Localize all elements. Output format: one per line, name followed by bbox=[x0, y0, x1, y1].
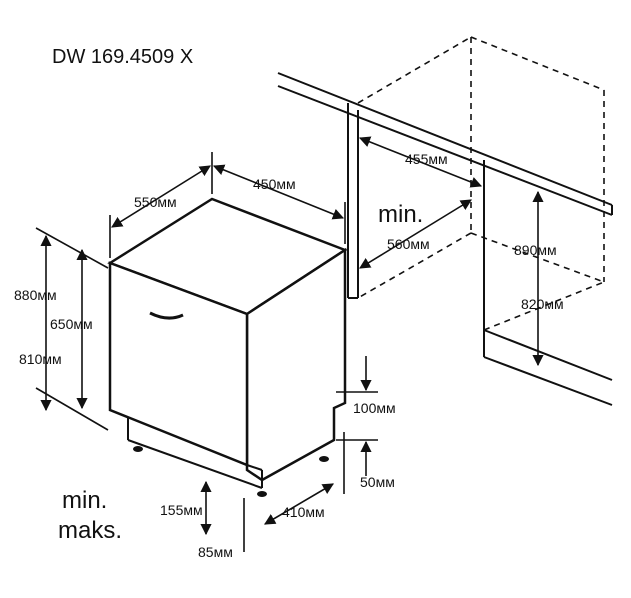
label-550: 550мм bbox=[134, 194, 177, 210]
dimension-lines bbox=[35, 136, 544, 552]
label-810: 810мм bbox=[19, 351, 62, 367]
dim-560-line bbox=[359, 199, 472, 269]
dim-550-line bbox=[111, 165, 211, 228]
door-handle bbox=[149, 311, 184, 320]
label-880: 880мм bbox=[14, 287, 57, 303]
label-820: 820мм bbox=[521, 296, 564, 312]
dim-410-line bbox=[264, 483, 334, 525]
label-min-floor: min. bbox=[62, 487, 107, 514]
dishwasher-body bbox=[107, 197, 348, 482]
label-890: 890мм bbox=[514, 242, 557, 258]
front-right-foot bbox=[257, 491, 267, 497]
dishwasher-feet bbox=[133, 446, 329, 497]
label-410: 410мм bbox=[282, 504, 325, 520]
label-maks-floor: maks. bbox=[58, 517, 122, 544]
label-560: 560мм bbox=[387, 236, 430, 252]
dishwasher-plinth bbox=[127, 418, 263, 489]
dim-455-line bbox=[358, 136, 483, 188]
countertop-top-edge bbox=[277, 72, 613, 206]
right-cabinet-floor bbox=[483, 329, 613, 381]
front-left-foot bbox=[133, 446, 143, 452]
label-85: 85мм bbox=[198, 544, 233, 560]
label-155: 155мм bbox=[160, 502, 203, 518]
label-50: 50мм bbox=[360, 474, 395, 490]
niche-back-outline bbox=[357, 36, 605, 331]
label-100: 100мм bbox=[353, 400, 396, 416]
label-455: 455мм bbox=[405, 151, 448, 167]
label-650: 650мм bbox=[50, 316, 93, 332]
dim-450-line bbox=[212, 164, 345, 220]
dim-height-ext-top bbox=[35, 227, 109, 269]
back-right-foot bbox=[319, 456, 329, 462]
right-cabinet-bottom bbox=[483, 356, 613, 406]
label-min-niche: min. bbox=[378, 201, 423, 228]
model-label: DW 169.4509 X bbox=[52, 46, 193, 68]
dishwasher-side bbox=[245, 247, 347, 482]
label-450: 450мм bbox=[253, 176, 296, 192]
